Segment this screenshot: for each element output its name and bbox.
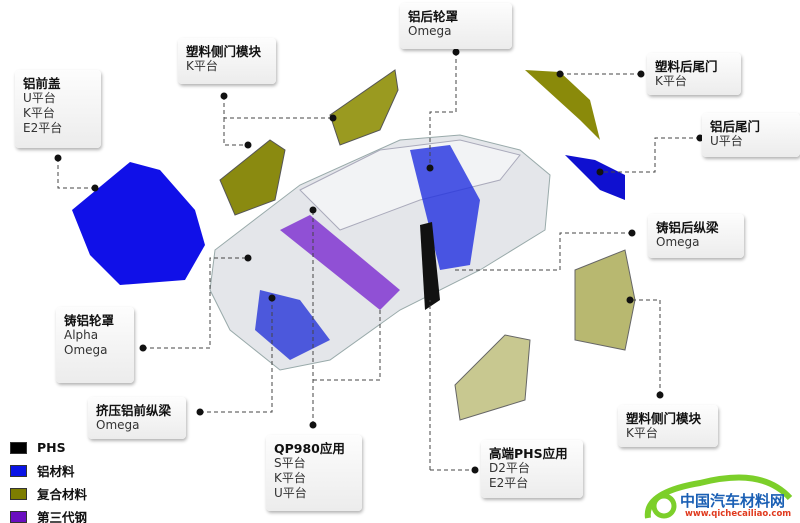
label-line: U平台: [274, 486, 307, 500]
legend-swatch: [10, 510, 27, 523]
legend-swatch: [10, 464, 27, 477]
legend-swatch: [10, 487, 27, 500]
label-title: 铸铝后纵梁: [656, 220, 719, 235]
label-aluminum-hood: 铝前盖 U平台 K平台 E2平台: [15, 70, 101, 148]
legend-item-composite: 复合材料: [10, 482, 87, 505]
legend-label: 第三代钢: [37, 510, 88, 523]
third-gen-steel-parts: [280, 215, 400, 310]
label-title: QP980应用: [274, 441, 345, 456]
label-line: Omega: [408, 24, 452, 38]
aluminum-rear-rail: [410, 145, 480, 270]
label-line: K平台: [655, 74, 687, 88]
aluminum-tailgate: [565, 155, 625, 200]
label-line: Alpha: [64, 328, 99, 342]
site-logo: 中国汽车材料网 www.qichecailiao.com: [640, 468, 800, 523]
label-high-end-phs: 高端PHS应用 D2平台 E2平台: [481, 440, 583, 498]
plastic-door-rear-top: [329, 69, 399, 146]
label-line: K平台: [23, 106, 55, 120]
leader-lines: [57, 52, 700, 471]
label-line: Omega: [656, 235, 700, 249]
legend-item-third-gen-steel: 第三代钢: [10, 505, 87, 523]
label-line: U平台: [23, 91, 56, 105]
label-aluminum-rear-wheelhouse: 铝后轮罩 Omega: [400, 3, 512, 49]
label-line: D2平台: [489, 461, 530, 475]
label-aluminum-tailgate: 铝后尾门 U平台: [702, 113, 800, 157]
label-title: 铝前盖: [23, 76, 61, 91]
label-line: E2平台: [23, 121, 63, 135]
label-line: Omega: [64, 343, 108, 357]
car-roof: [299, 139, 521, 231]
plastic-tailgate: [525, 70, 600, 140]
label-title: 铝后尾门: [710, 119, 761, 134]
label-title: 高端PHS应用: [489, 446, 568, 461]
logo-url: www.qichecailiao.com: [685, 509, 792, 519]
label-line: U平台: [710, 134, 743, 148]
plastic-door-right-lower: [454, 334, 531, 421]
label-cast-aluminum-wheelhouse: 铸铝轮罩 Alpha Omega: [56, 307, 134, 383]
label-line: K平台: [626, 426, 658, 440]
aluminum-front-rail: [255, 290, 330, 360]
logo-name: 中国汽车材料网: [680, 492, 786, 510]
label-plastic-door-module-2: 塑料侧门模块 K平台: [618, 405, 718, 447]
logo-car-swoosh-icon: [644, 474, 793, 519]
label-line: E2平台: [489, 476, 529, 490]
legend-item-aluminum: 铝材料: [10, 459, 87, 482]
label-qp980: QP980应用 S平台 K平台 U平台: [266, 435, 362, 511]
legend-swatch: [10, 441, 27, 454]
legend-item-phs: PHS: [10, 436, 87, 459]
label-extruded-aluminum-front-rail: 挤压铝前纵梁 Omega: [88, 397, 186, 439]
legend-label: PHS: [37, 440, 66, 455]
label-plastic-door-module: 塑料侧门模块 K平台: [178, 38, 276, 84]
label-title: 铸铝轮罩: [64, 313, 115, 328]
label-title: 塑料后尾门: [655, 59, 718, 74]
aluminum-hood: [72, 162, 205, 285]
label-line: K平台: [186, 59, 218, 73]
label-title: 塑料侧门模块: [186, 44, 262, 59]
label-cast-aluminum-rear-rail: 铸铝后纵梁 Omega: [648, 214, 744, 258]
label-line: K平台: [274, 471, 306, 485]
legend: PHS 铝材料 复合材料 第三代钢: [10, 436, 87, 523]
label-title: 塑料侧门模块: [626, 411, 702, 426]
label-title: 铝后轮罩: [408, 9, 459, 24]
label-line: S平台: [274, 456, 306, 470]
label-title: 挤压铝前纵梁: [96, 403, 172, 418]
legend-label: 复合材料: [37, 487, 88, 502]
plastic-door-right-upper: [574, 249, 636, 351]
legend-label: 铝材料: [37, 464, 75, 479]
label-plastic-tailgate: 塑料后尾门 K平台: [647, 53, 741, 95]
leader-dots: [54, 48, 704, 474]
label-line: Omega: [96, 418, 140, 432]
phs-pillar: [420, 222, 440, 310]
plastic-door-front-top: [219, 139, 286, 216]
